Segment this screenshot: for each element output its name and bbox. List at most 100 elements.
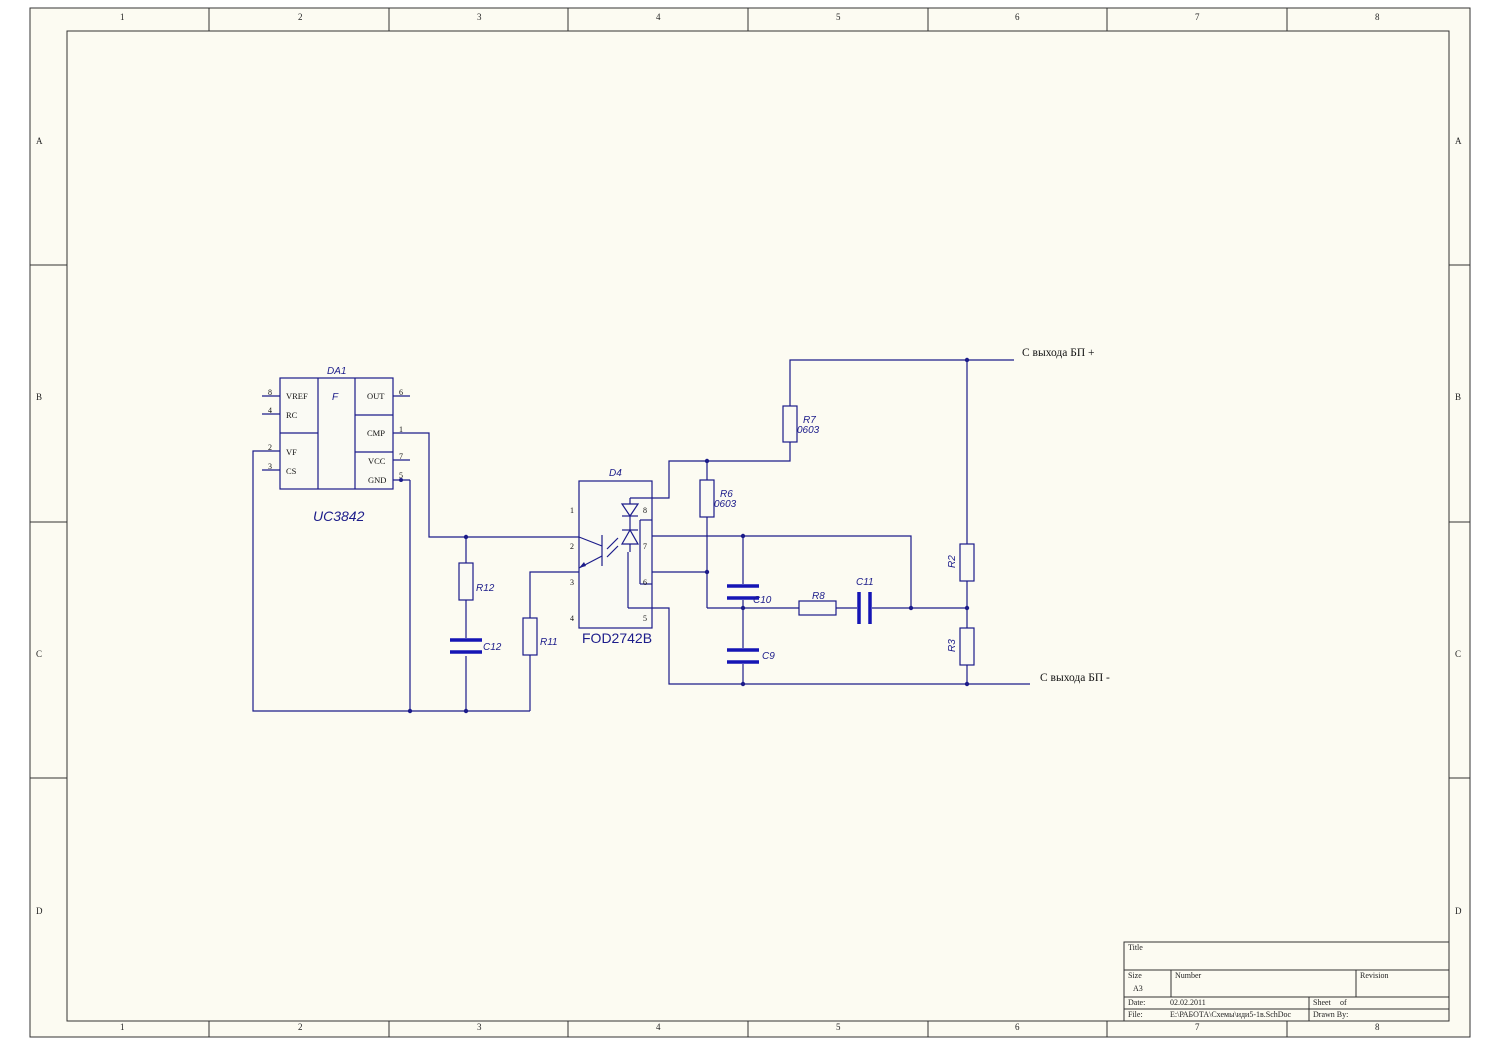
ic-uc3842[interactable] bbox=[262, 377, 410, 490]
revision-label: Revision bbox=[1360, 971, 1388, 980]
ic-pin-name: OUT bbox=[367, 391, 385, 401]
r11-ref: R11 bbox=[540, 637, 558, 648]
zone-col-bottom: 1 bbox=[120, 1022, 125, 1032]
zone-col-bottom: 6 bbox=[1015, 1022, 1020, 1032]
zone-col-top: 5 bbox=[836, 12, 841, 22]
paper bbox=[29, 7, 1471, 1038]
opto-pin: 8 bbox=[643, 506, 647, 515]
ic-pin-num: 3 bbox=[268, 462, 272, 471]
size-value: A3 bbox=[1133, 984, 1143, 993]
drawing-frame bbox=[66, 30, 1450, 1022]
ic-ref: DA1 bbox=[327, 366, 346, 377]
zone-row-left: C bbox=[36, 649, 42, 659]
opto-pin: 7 bbox=[643, 542, 647, 551]
opto-pin: 2 bbox=[570, 542, 574, 551]
zone-row-left: A bbox=[36, 136, 43, 146]
file-label: File: bbox=[1128, 1010, 1143, 1019]
r7-ref: R7 bbox=[803, 415, 816, 426]
net-label-minus: С выхода БП - bbox=[1040, 672, 1110, 684]
zone-col-top: 1 bbox=[120, 12, 125, 22]
date-label: Date: bbox=[1128, 998, 1145, 1007]
ic-pin-name: VF bbox=[286, 447, 297, 457]
ic-pin-num: 4 bbox=[268, 406, 272, 415]
opto-fod2742b[interactable] bbox=[560, 480, 653, 629]
wires bbox=[252, 359, 1030, 712]
resistor-r8[interactable] bbox=[798, 600, 837, 616]
zone-row-right: C bbox=[1455, 649, 1461, 659]
r12-ref: R12 bbox=[476, 583, 495, 594]
opto-part: FOD2742B bbox=[582, 630, 652, 646]
ic-part: UC3842 bbox=[313, 508, 365, 524]
ic-pin-name: GND bbox=[368, 475, 386, 485]
r3-ref: R3 bbox=[947, 639, 958, 652]
file-value: E:\РАБОТА\Схемы\иди5-1в.SchDoc bbox=[1170, 1010, 1292, 1019]
ic-pin-name: RC bbox=[286, 410, 298, 420]
ic-pin-name: VCC bbox=[368, 456, 386, 466]
ic-pin-num: 2 bbox=[268, 443, 272, 452]
ic-pin-name: VREF bbox=[286, 391, 308, 401]
c12-ref: C12 bbox=[483, 642, 502, 653]
of-label: of bbox=[1340, 998, 1347, 1007]
c10-ref: C10 bbox=[753, 595, 772, 606]
zone-col-bottom: 2 bbox=[298, 1022, 303, 1032]
size-label: Size bbox=[1128, 971, 1142, 980]
net-label-plus: С выхода БП + bbox=[1022, 347, 1095, 359]
c11-ref: C11 bbox=[856, 577, 874, 588]
resistor-r12[interactable] bbox=[458, 562, 474, 601]
ic-pin-name: CS bbox=[286, 466, 297, 476]
capacitor-c12[interactable] bbox=[450, 638, 482, 654]
r7-value: 0603 bbox=[797, 425, 820, 436]
zone-labels: 1 2 3 4 5 6 7 8 1 2 3 4 5 6 7 8 A B C D … bbox=[36, 12, 1462, 1032]
zone-col-top: 8 bbox=[1375, 12, 1380, 22]
resistor-r11[interactable] bbox=[522, 617, 538, 656]
zone-ticks bbox=[30, 8, 1470, 1037]
opto-pin: 6 bbox=[643, 578, 647, 587]
ic-pin-num: 5 bbox=[399, 471, 403, 480]
junctions bbox=[399, 357, 970, 714]
ic-pin-num: 6 bbox=[399, 388, 403, 397]
title-label: Title bbox=[1128, 943, 1143, 952]
resistor-r3[interactable] bbox=[959, 627, 975, 666]
zone-col-bottom: 8 bbox=[1375, 1022, 1380, 1032]
c9-ref: C9 bbox=[762, 651, 775, 662]
zone-col-bottom: 7 bbox=[1195, 1022, 1200, 1032]
date-value: 02.02.2011 bbox=[1170, 998, 1206, 1007]
opto-pin: 4 bbox=[570, 614, 574, 623]
ic-pin-num: 7 bbox=[399, 452, 403, 461]
zone-col-top: 6 bbox=[1015, 12, 1020, 22]
zone-row-left: D bbox=[36, 906, 43, 916]
opto-ref: D4 bbox=[609, 468, 622, 479]
opto-pin: 1 bbox=[570, 506, 574, 515]
ic-pin-num: 1 bbox=[399, 425, 403, 434]
resistor-r2[interactable] bbox=[959, 543, 975, 582]
r6-value: 0603 bbox=[714, 499, 737, 510]
zone-col-top: 4 bbox=[656, 12, 661, 22]
ic-function: F bbox=[332, 392, 339, 403]
capacitor-c11[interactable] bbox=[857, 592, 872, 624]
zone-row-left: B bbox=[36, 392, 42, 402]
zone-row-right: D bbox=[1455, 906, 1462, 916]
title-block bbox=[1123, 941, 1450, 1022]
capacitor-c9[interactable] bbox=[727, 648, 759, 664]
r2-ref: R2 bbox=[947, 555, 958, 568]
zone-col-top: 3 bbox=[477, 12, 482, 22]
capacitor-c10[interactable] bbox=[727, 584, 759, 600]
opto-pin: 3 bbox=[570, 578, 574, 587]
drawn-by-label: Drawn By: bbox=[1313, 1010, 1348, 1019]
ic-pin-num: 8 bbox=[268, 388, 272, 397]
number-label: Number bbox=[1175, 971, 1202, 980]
resistor-r6[interactable] bbox=[699, 479, 715, 518]
zone-col-bottom: 4 bbox=[656, 1022, 661, 1032]
sheet-label: Sheet bbox=[1313, 998, 1332, 1007]
zone-col-bottom: 5 bbox=[836, 1022, 841, 1032]
opto-pin: 5 bbox=[643, 614, 647, 623]
r6-ref: R6 bbox=[720, 489, 733, 500]
zone-col-bottom: 3 bbox=[477, 1022, 482, 1032]
resistor-r7[interactable] bbox=[782, 405, 798, 443]
zone-col-top: 7 bbox=[1195, 12, 1200, 22]
zone-row-right: A bbox=[1455, 136, 1462, 146]
r8-ref: R8 bbox=[812, 591, 825, 602]
zone-col-top: 2 bbox=[298, 12, 303, 22]
zone-row-right: B bbox=[1455, 392, 1461, 402]
